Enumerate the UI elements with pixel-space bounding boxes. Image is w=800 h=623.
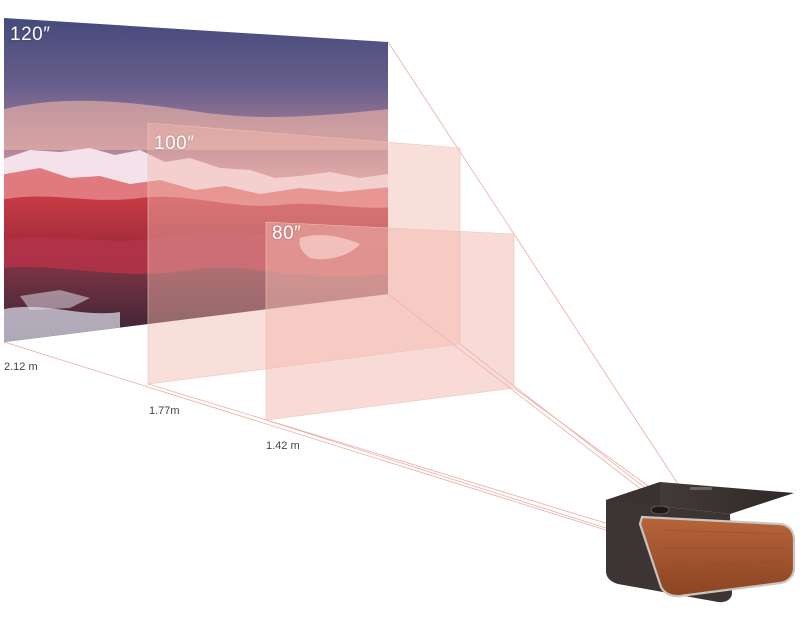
lens	[650, 505, 670, 515]
distance-label-80: 1.42 m	[266, 440, 300, 452]
beam-line	[387, 41, 679, 485]
beam-line	[513, 387, 649, 487]
leather-panel	[638, 515, 796, 598]
beam-line	[3, 341, 613, 533]
beam-line	[265, 419, 613, 531]
projector	[606, 482, 796, 603]
distance-label-120: 2.12 m	[4, 361, 38, 373]
size-label-80: 80″	[272, 223, 302, 244]
brand-badge	[690, 487, 712, 490]
beam-line	[147, 383, 613, 526]
distance-label-100: 1.77m	[149, 405, 180, 417]
size-label-100: 100″	[154, 133, 195, 154]
screen-80	[265, 221, 515, 421]
size-label-120: 120″	[10, 24, 51, 45]
